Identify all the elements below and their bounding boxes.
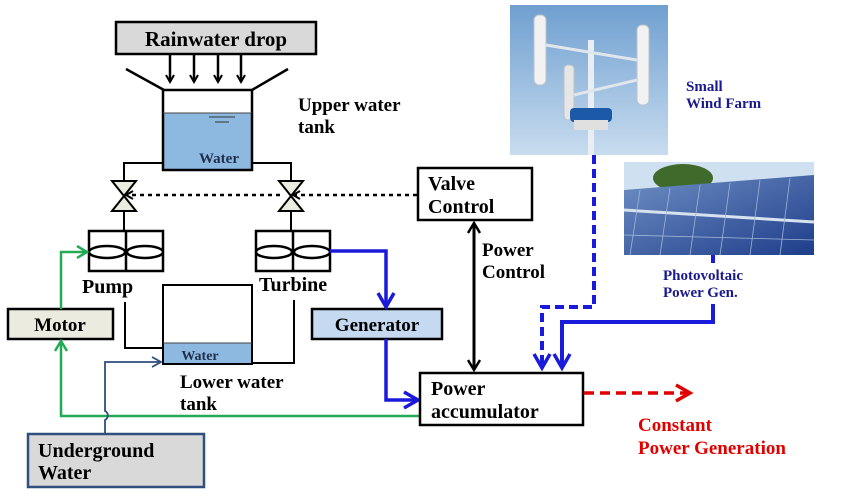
upper-tank-water-label: Water — [199, 151, 239, 167]
underground-label-2: Water — [38, 462, 91, 484]
rainwater-label: Rainwater drop — [145, 27, 287, 51]
pump-label: Pump — [82, 276, 133, 298]
wind-farm-label: Small — [686, 79, 723, 95]
turbine — [254, 229, 332, 273]
output-label: Constant — [638, 415, 713, 436]
motor-box: Motor — [6, 307, 115, 341]
lower-tank-water-label: Water — [181, 349, 218, 364]
funnel — [125, 67, 289, 92]
solar-panel-image — [623, 162, 815, 256]
lower-tank-label: Lower water — [180, 372, 284, 393]
wind-farm-label-2: Wind Farm — [686, 96, 762, 112]
valve-right — [276, 180, 306, 212]
motor-label: Motor — [34, 315, 86, 336]
underground-label: Underground — [38, 440, 154, 462]
power-accumulator-label: Power — [431, 378, 486, 400]
power-accumulator-label-2: accumulator — [431, 401, 539, 423]
rain-arrows — [170, 54, 241, 82]
turbine-label: Turbine — [259, 274, 327, 296]
underground-water-flow — [104, 356, 163, 434]
lower-water-tank: Water — [162, 284, 253, 365]
generator-label: Generator — [335, 315, 420, 336]
lower-pipes — [124, 300, 295, 364]
pv-power-flow — [552, 304, 715, 372]
output-label-2: Power Generation — [638, 438, 786, 459]
valve-control-box: Valve Control — [416, 166, 534, 222]
power-accumulator-box: Power accumulator — [418, 371, 585, 427]
lower-tank-label-2: tank — [180, 394, 217, 415]
upper-pipes — [123, 162, 292, 232]
upper-tank-label: Upper water — [298, 95, 401, 116]
pump — [87, 229, 165, 273]
generator-box: Generator — [310, 307, 444, 341]
motor-power-flow — [61, 252, 420, 418]
pv-label-2: Power Gen. — [663, 285, 738, 301]
rainwater-drop-box: Rainwater drop — [114, 20, 318, 56]
wind-turbine-image — [510, 5, 668, 155]
valve-control-label-2: Control — [428, 196, 495, 218]
underground-water-box: Underground Water — [26, 432, 206, 489]
upper-tank-label-2: tank — [298, 117, 335, 138]
turbine-generator-flow — [330, 249, 422, 410]
upper-water-tank: Water — [161, 88, 254, 172]
pv-label: Photovoltaic — [663, 268, 743, 284]
valve-control-label: Valve — [428, 173, 475, 195]
power-control-label-2: Control — [482, 262, 545, 283]
power-control-label: Power — [482, 240, 534, 261]
wind-power-flow — [532, 155, 596, 372]
